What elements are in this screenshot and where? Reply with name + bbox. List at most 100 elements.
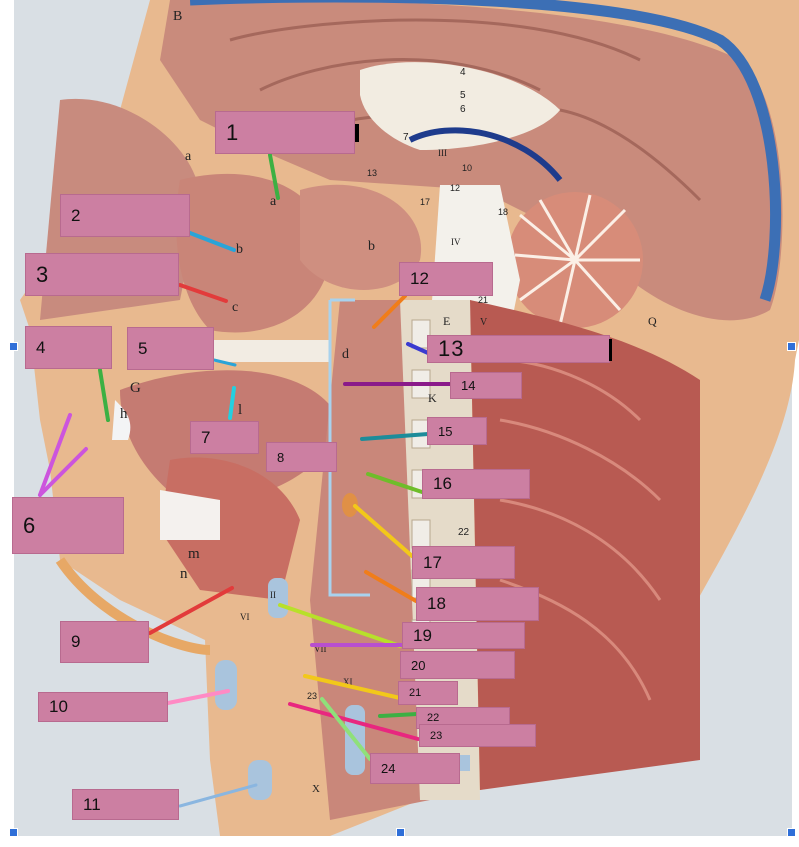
- resize-handle-bottom-right[interactable]: [787, 828, 796, 837]
- label-number-24: 24: [381, 761, 396, 776]
- model-letter-c: c: [232, 300, 238, 315]
- label-box-17[interactable]: 17: [412, 546, 515, 579]
- leader-line-3: [178, 283, 228, 303]
- leader-line-5: [212, 358, 237, 367]
- leader-line-4: [98, 368, 110, 422]
- label-box-16[interactable]: 16: [422, 469, 530, 499]
- leader-line-18: [364, 570, 418, 603]
- label-box-15[interactable]: 15: [427, 417, 487, 445]
- model-number-10: 10: [462, 163, 472, 173]
- label-box-12[interactable]: 12: [399, 262, 493, 296]
- resize-handle-bottom-left[interactable]: [9, 828, 18, 837]
- leader-lines: [38, 153, 452, 808]
- leader-line-17: [353, 504, 414, 558]
- model-letter-d: d: [342, 347, 349, 362]
- label-box-1[interactable]: 1: [215, 111, 355, 154]
- label-box-7[interactable]: 7: [190, 421, 259, 454]
- label-box-18[interactable]: 18: [416, 587, 539, 621]
- leader-line-2: [188, 231, 236, 252]
- model-letter-E: E: [443, 314, 450, 328]
- label-box-8[interactable]: 8: [266, 442, 337, 472]
- leader-line-10: [166, 689, 230, 705]
- model-letter-h: h: [120, 406, 128, 422]
- leader-line-11: [178, 783, 258, 808]
- model-roman-XI: XI: [343, 677, 353, 687]
- label-number-17: 17: [423, 552, 442, 572]
- leader-line-21: [303, 674, 402, 700]
- label-box-19[interactable]: 19: [402, 622, 525, 649]
- label-number-18: 18: [427, 594, 446, 613]
- label-box-24[interactable]: 24: [370, 753, 460, 784]
- label-number-16: 16: [433, 474, 452, 493]
- model-roman-III: III: [438, 148, 447, 158]
- label-number-19: 19: [413, 625, 432, 645]
- text-cursor: [355, 124, 359, 142]
- leader-line-13: [406, 342, 430, 355]
- label-number-13: 13: [438, 336, 465, 361]
- label-number-9: 9: [71, 632, 81, 651]
- label-number-22: 22: [427, 712, 440, 724]
- model-number-6: 6: [460, 104, 466, 115]
- resize-handle-right[interactable]: [787, 342, 796, 351]
- model-number-4: 4: [460, 67, 466, 78]
- label-box-6[interactable]: 6: [12, 497, 124, 554]
- model-letter-K: K: [428, 391, 437, 405]
- label-number-1: 1: [226, 119, 240, 145]
- label-box-4[interactable]: 4: [25, 326, 112, 369]
- model-number-5: 5: [460, 90, 466, 101]
- resize-handle-bottom[interactable]: [396, 828, 405, 837]
- leader-line-12: [372, 294, 407, 329]
- leader-line-16: [366, 472, 424, 494]
- model-letter-B: B: [173, 9, 182, 24]
- model-letter-l: l: [238, 402, 242, 418]
- model-number-12: 12: [450, 183, 460, 193]
- label-box-13[interactable]: 13: [427, 335, 610, 363]
- label-box-23[interactable]: 23: [419, 724, 536, 747]
- text-cursor-13: [609, 339, 612, 361]
- label-box-20[interactable]: 20: [400, 651, 515, 679]
- model-roman-II: II: [270, 590, 276, 600]
- label-box-2[interactable]: 2: [60, 194, 190, 237]
- resize-handle-left[interactable]: [9, 342, 18, 351]
- label-box-14[interactable]: 14: [450, 372, 522, 399]
- leader-line-22: [378, 712, 419, 718]
- label-number-4: 4: [36, 337, 46, 357]
- model-letter-n: n: [180, 566, 188, 582]
- model-number-13: 13: [367, 168, 377, 178]
- model-letter-b-upper: b: [236, 242, 243, 257]
- model-number-22: 22: [458, 527, 470, 538]
- model-number-23: 23: [307, 691, 317, 701]
- model-roman-VI: VI: [240, 612, 250, 622]
- leader-line-23: [288, 702, 420, 741]
- label-number-6: 6: [23, 512, 37, 538]
- leader-line-6a: [38, 413, 72, 497]
- label-number-20: 20: [411, 657, 426, 673]
- label-box-10[interactable]: 10: [38, 692, 168, 722]
- leader-line-19: [278, 603, 402, 648]
- model-number-17: 17: [420, 197, 430, 207]
- label-box-21[interactable]: 21: [398, 681, 458, 705]
- model-number-7: 7: [403, 132, 409, 143]
- model-roman-IV: IV: [451, 237, 461, 247]
- model-letter-Q: Q: [648, 314, 657, 328]
- leader-line-1: [268, 153, 280, 200]
- label-box-5[interactable]: 5: [127, 327, 214, 370]
- model-letter-b-lower: b: [368, 239, 375, 254]
- leader-line-15: [360, 432, 430, 441]
- label-box-3[interactable]: 3: [25, 253, 179, 296]
- label-number-23: 23: [430, 729, 443, 742]
- model-letter-G: G: [130, 380, 141, 396]
- label-number-12: 12: [410, 269, 429, 288]
- label-number-8: 8: [277, 449, 285, 465]
- label-number-5: 5: [138, 338, 148, 358]
- label-box-11[interactable]: 11: [72, 789, 179, 820]
- leader-line-6b: [38, 447, 88, 497]
- label-number-15: 15: [438, 423, 453, 439]
- label-box-9[interactable]: 9: [60, 621, 149, 663]
- leader-line-9: [148, 586, 234, 635]
- label-number-10: 10: [49, 697, 68, 716]
- model-letter-a-mid: a: [270, 194, 277, 209]
- leader-line-24: [320, 697, 372, 761]
